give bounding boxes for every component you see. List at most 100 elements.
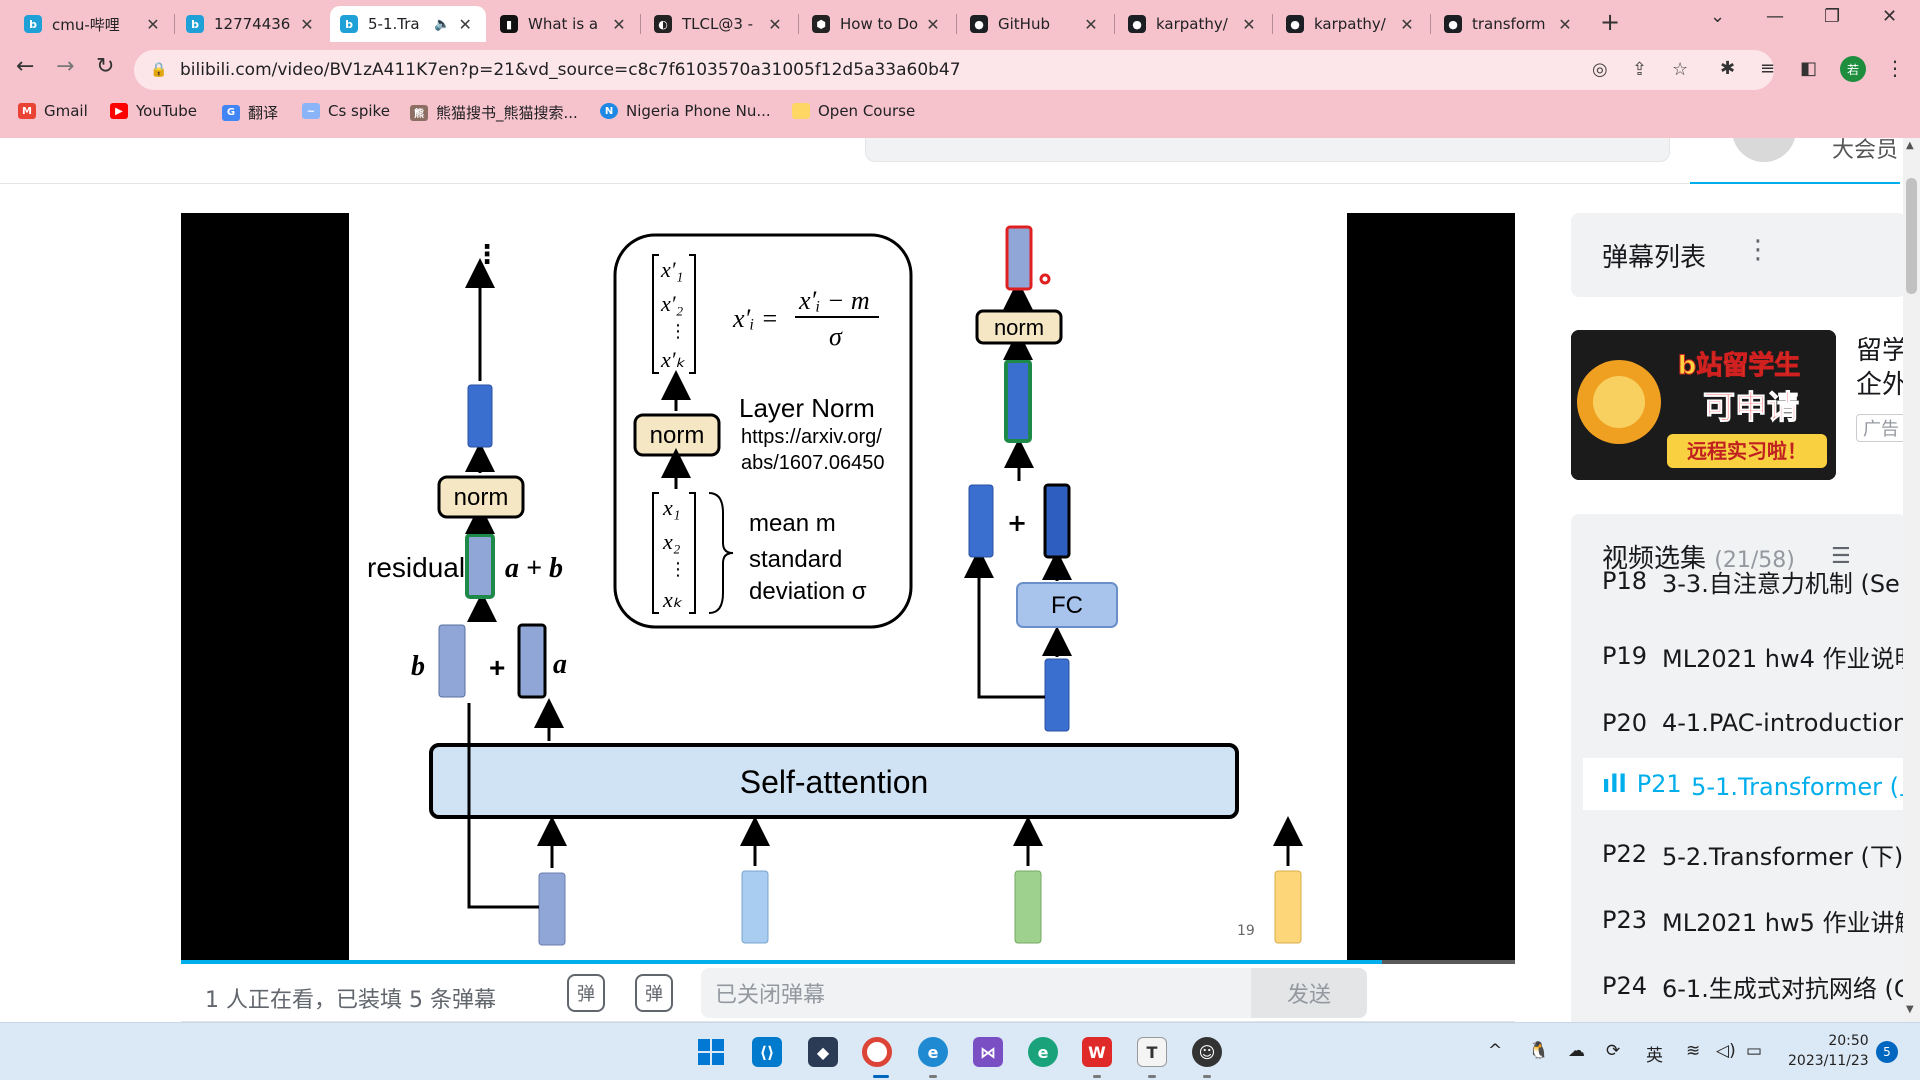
scroll-thumb[interactable] [1906, 178, 1917, 294]
bookmark-youtube[interactable]: ▶ YouTube [110, 102, 197, 120]
tab-6[interactable]: ⬢ How to Do ✕ [802, 6, 952, 42]
close-icon[interactable]: ✕ [146, 14, 160, 34]
close-icon[interactable]: ✕ [1558, 14, 1572, 34]
edge-dev-icon[interactable]: e [1028, 1037, 1058, 1067]
episode-item[interactable]: P23 ML2021 hw5 作业讲解 [1602, 906, 1906, 937]
ad-banner-image[interactable]: b站留学生 可申请 远程实习啦！ [1571, 330, 1836, 480]
episode-item[interactable]: P20 4-1.PAC-introduction [1602, 709, 1906, 737]
app-icon[interactable]: ◆ [808, 1037, 838, 1067]
volume-icon[interactable]: ◁) [1716, 1041, 1736, 1061]
close-icon[interactable]: ✕ [926, 14, 940, 34]
episode-item[interactable]: P18 3-3.自注意力机制 (Se [1602, 567, 1900, 596]
bookmark-panda-search[interactable]: 熊 熊猫搜书_熊猫搜索... [410, 102, 578, 123]
danmaku-list-panel[interactable]: 弹幕列表 ⋮ [1571, 213, 1906, 297]
episode-item[interactable]: P22 5-2.Transformer (下) [1602, 840, 1904, 871]
episode-item-active[interactable]: ıll P21 5-1.Transformer (上 [1583, 758, 1906, 810]
share-icon[interactable]: ⇪ [1632, 59, 1648, 80]
media-controls-icon[interactable]: ≡ [1760, 58, 1776, 79]
url-text[interactable]: bilibili.com/video/BV1zA411K7en?p=21&vd_… [180, 60, 961, 80]
ad-title[interactable]: 留学 企外 [1856, 336, 1906, 400]
close-icon[interactable]: ✕ [1084, 14, 1098, 34]
app-avatar-icon[interactable]: ☺ [1192, 1037, 1222, 1067]
svg-text:norm: norm [650, 422, 705, 449]
vip-link[interactable]: 大会员 [1832, 138, 1899, 163]
tray-chevron-icon[interactable]: ^ [1488, 1041, 1503, 1061]
bookmark-gmail[interactable]: M Gmail [18, 102, 88, 120]
wps-icon[interactable]: W [1082, 1037, 1112, 1067]
qq-icon[interactable]: 🐧 [1528, 1041, 1550, 1061]
tab-9[interactable]: ● karpathy/ ✕ [1276, 6, 1426, 42]
danmaku-toggle-icon[interactable]: 弹 [567, 974, 605, 1012]
danmaku-input[interactable]: 已关闭弹幕 [701, 968, 1251, 1018]
speaker-icon[interactable]: 🔈 [434, 16, 451, 32]
address-bar[interactable]: 🔒 bilibili.com/video/BV1zA411K7en?p=21&v… [134, 50, 1774, 90]
close-icon[interactable]: ✕ [1242, 14, 1256, 34]
user-avatar[interactable] [1732, 138, 1796, 162]
site-search-input[interactable] [865, 138, 1670, 162]
scroll-up-icon[interactable]: ▲ [1906, 140, 1914, 151]
minimize-icon[interactable]: — [1766, 6, 1784, 27]
page-scrollbar[interactable]: ▲ ▼ [1903, 138, 1920, 1022]
episode-item[interactable]: P24 6-1.生成式对抗网络 (G [1602, 972, 1906, 1003]
side-panel-icon[interactable]: ◧ [1800, 58, 1818, 79]
list-view-icon[interactable]: ☰ [1831, 544, 1851, 569]
windows-start-icon[interactable] [696, 1037, 726, 1067]
close-icon[interactable]: ✕ [300, 14, 314, 34]
visual-studio-icon[interactable]: ⋈ [973, 1037, 1003, 1067]
tab-1[interactable]: b cmu-哔哩 ✕ [14, 6, 172, 42]
tab-2[interactable]: b 12774436 ✕ [176, 6, 326, 42]
tab-separator [640, 14, 641, 34]
tab-7[interactable]: ● GitHub ✕ [960, 6, 1110, 42]
episode-item[interactable]: P19 ML2021 hw4 作业说明 [1602, 642, 1906, 673]
send-button[interactable]: 发送 [1251, 968, 1367, 1018]
tab-5[interactable]: ◐ TLCL@3 - ✕ [644, 6, 794, 42]
close-icon[interactable]: ✕ [768, 14, 782, 34]
edge-icon[interactable]: e [918, 1037, 948, 1067]
new-tab-icon[interactable]: + [1600, 8, 1621, 36]
lock-icon[interactable]: 🔒 [150, 62, 168, 78]
battery-icon[interactable]: ▭ [1746, 1041, 1763, 1061]
tab-4[interactable]: ▮ What is a ✕ [490, 6, 638, 42]
close-icon[interactable]: ✕ [1400, 14, 1414, 34]
sync-icon[interactable]: ⟳ [1606, 1041, 1621, 1061]
extensions-icon[interactable]: ✱ [1720, 58, 1736, 79]
vscode-icon[interactable]: ⟨⟩ [752, 1037, 782, 1067]
deviation-label: deviation σ [749, 578, 867, 605]
fc-label: FC [1051, 592, 1083, 619]
tab-title: karpathy/ [1156, 15, 1228, 33]
clock-date: 2023/11/23 [1788, 1053, 1869, 1069]
typora-icon[interactable]: T [1137, 1037, 1167, 1067]
tab-search-chevron-icon[interactable]: ⌄ [1710, 6, 1726, 27]
tab-10[interactable]: ● transform ✕ [1434, 6, 1584, 42]
close-icon[interactable]: ✕ [612, 14, 626, 34]
window-close-icon[interactable]: ✕ [1882, 6, 1898, 27]
forward-arrow-icon[interactable]: → [56, 54, 75, 79]
close-icon[interactable]: ✕ [458, 14, 472, 34]
onedrive-icon[interactable]: ☁ [1568, 1041, 1585, 1061]
bookmark-cs-spike[interactable]: ~ Cs spike [302, 102, 390, 120]
tab-8[interactable]: ● karpathy/ ✕ [1118, 6, 1268, 42]
bookmark-nigeria-phone[interactable]: N Nigeria Phone Nu... [600, 102, 771, 120]
back-arrow-icon[interactable]: ← [16, 54, 35, 79]
fc-block [1016, 582, 1118, 628]
panda-icon: 熊 [410, 104, 428, 121]
notification-badge[interactable]: 5 [1876, 1041, 1898, 1063]
eye-off-icon[interactable]: ◎ [1592, 59, 1608, 80]
profile-avatar[interactable]: 若 [1840, 56, 1866, 82]
scroll-down-icon[interactable]: ▼ [1906, 1004, 1914, 1015]
bookmark-translate[interactable]: G 翻译 [222, 102, 278, 123]
wifi-icon[interactable]: ≋ [1686, 1041, 1701, 1061]
system-clock[interactable]: 20:50 2023/11/23 [1788, 1031, 1869, 1071]
star-icon[interactable]: ☆ [1672, 59, 1689, 80]
chrome-icon[interactable] [862, 1037, 892, 1067]
bookmark-open-course[interactable]: Open Course [792, 102, 915, 120]
restore-icon[interactable]: ❐ [1824, 6, 1841, 27]
video-player[interactable]: Self-attention 19 b + [181, 213, 1515, 964]
tab-3-active[interactable]: b 5-1.Tra 🔈 ✕ [330, 6, 486, 42]
danmaku-settings-icon[interactable]: 弹 [635, 974, 673, 1012]
more-vertical-icon[interactable]: ⋮ [1745, 235, 1771, 265]
ime-indicator[interactable]: 英 [1646, 1046, 1663, 1066]
reload-icon[interactable]: ↻ [96, 54, 115, 79]
menu-dots-icon[interactable]: ⋮ [1885, 56, 1905, 80]
video-progress-bar[interactable] [181, 960, 1515, 964]
